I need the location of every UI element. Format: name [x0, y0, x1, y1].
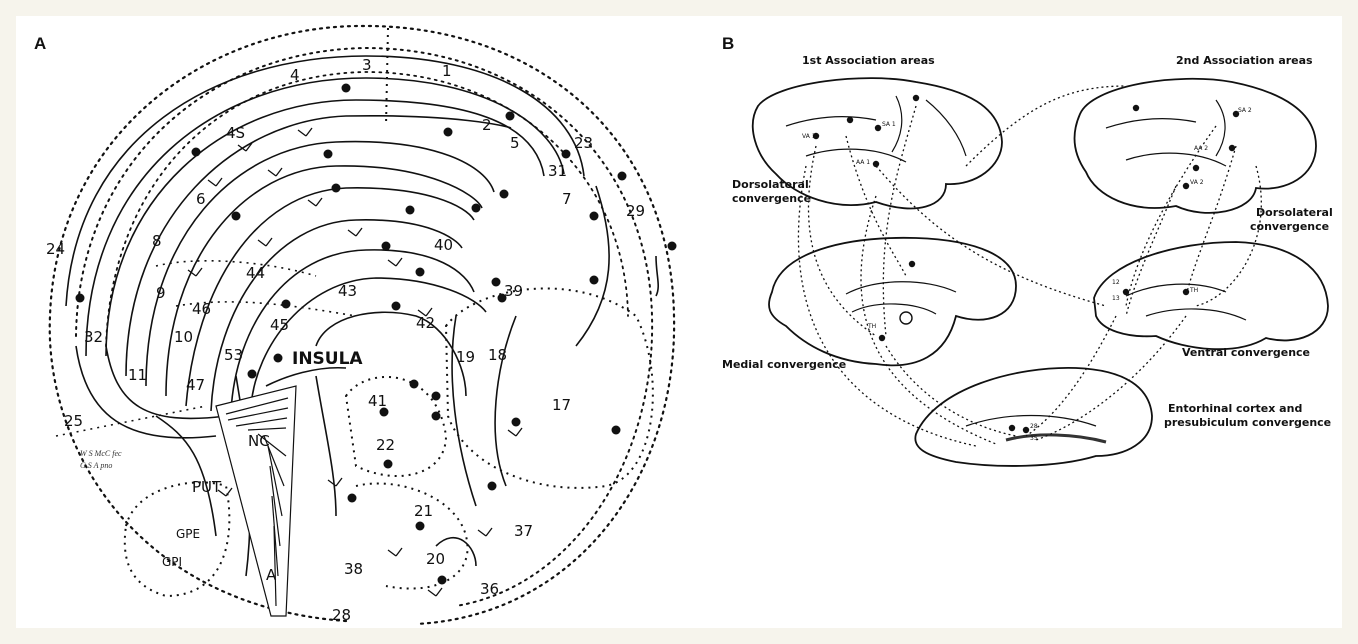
label-35: 35: [1030, 435, 1038, 442]
area-36: 36: [480, 580, 499, 598]
area-46: 46: [192, 300, 211, 318]
aa1-label: AA 1: [856, 159, 870, 166]
inferior-temporal-dotted-region: [356, 483, 468, 588]
dorsolateral-right-line1: Dorsolateral: [1256, 206, 1333, 219]
area-11: 11: [128, 366, 147, 384]
signature-line-1: W S McC fec: [80, 449, 122, 458]
ventral-convergence-label: Ventral convergence: [1182, 346, 1310, 359]
central-dotted-line: [386, 28, 388, 126]
area-18: 18: [488, 346, 507, 364]
second-assoc-label: 2nd Association areas: [1176, 54, 1313, 67]
sa2-label: SA 2: [1238, 107, 1252, 114]
area-39: 39: [504, 282, 523, 300]
area-1: 1: [442, 62, 452, 80]
area-24: 24: [46, 240, 65, 258]
area-7: 7: [562, 190, 572, 208]
area-20: 20: [426, 550, 445, 568]
area-45: 45: [270, 316, 289, 334]
entorhinal-line2: presubiculum convergence: [1164, 416, 1331, 429]
area-19: 19: [456, 348, 475, 366]
area-53: 53: [224, 346, 243, 364]
panel-a-diagram: [50, 26, 677, 624]
label-13: 13: [1112, 295, 1120, 302]
gpi-label: GPI: [162, 555, 182, 569]
area-37: 37: [514, 522, 533, 540]
put-label: PUT: [192, 478, 222, 496]
va1-label: VA 1: [802, 133, 816, 140]
va2-label: VA 2: [1190, 179, 1204, 186]
area-29: 29: [626, 202, 645, 220]
second-dotted-boundary: [76, 48, 652, 606]
area-2: 2: [482, 116, 492, 134]
nc-label: NC: [248, 432, 270, 450]
area-9: 9: [156, 284, 166, 302]
area-10: 10: [174, 328, 193, 346]
brain-ventral: [1094, 242, 1328, 349]
area-47: 47: [186, 376, 205, 394]
first-assoc-label: 1st Association areas: [802, 54, 935, 67]
sa1-label: SA 1: [882, 121, 896, 128]
area-40: 40: [434, 236, 453, 254]
area-4s: 4S: [226, 124, 245, 142]
area-17: 17: [552, 396, 571, 414]
area-8: 8: [152, 232, 162, 250]
entorhinal-line1: Entorhinal cortex and: [1168, 402, 1302, 415]
dorsolateral-left-line1: Dorsolateral: [732, 178, 809, 191]
label-28: 28: [1030, 423, 1038, 430]
amygdala-label: A: [266, 566, 277, 584]
area-4: 4: [290, 66, 300, 84]
label-12: 12: [1112, 279, 1120, 286]
area-5: 5: [510, 134, 520, 152]
area-44: 44: [246, 264, 265, 282]
dorsolateral-right-line2: convergence: [1250, 220, 1329, 233]
gpe-label: GPE: [176, 527, 200, 541]
brain-entorhinal: [915, 368, 1152, 466]
area-28: 28: [332, 606, 351, 624]
area-22: 22: [376, 436, 395, 454]
area-25: 25: [64, 412, 83, 430]
area-42: 42: [416, 314, 435, 332]
medial-convergence-label: Medial convergence: [722, 358, 846, 371]
basal-ganglia-fibres: [76, 186, 658, 576]
area-38: 38: [344, 560, 363, 578]
area-32: 32: [84, 328, 103, 346]
figure-svg: 4 3 1 2 5 31 23 7 29 4S 6 8 24 9 46 10 3…: [16, 16, 1342, 628]
insula-label: INSULA: [292, 349, 363, 369]
aa2-label: AA 2: [1194, 145, 1208, 152]
temporal-dotted-region: [346, 377, 446, 476]
occipital-dotted-region: [446, 288, 653, 487]
signature-line-2: G S A pno: [80, 461, 112, 470]
area-21: 21: [414, 502, 433, 520]
th-left-label: TH: [867, 323, 876, 330]
th-right-label: TH: [1189, 287, 1198, 294]
cell-bodies: [76, 84, 677, 585]
area-41: 41: [368, 392, 387, 410]
area-43: 43: [338, 282, 357, 300]
dorsolateral-left-line2: convergence: [732, 192, 811, 205]
area-3: 3: [362, 56, 372, 74]
area-23: 23: [574, 134, 593, 152]
area-31: 31: [548, 162, 567, 180]
figure-frame: A B: [16, 16, 1342, 628]
area-6: 6: [196, 190, 206, 208]
frontal-dotted-line: [156, 261, 316, 276]
